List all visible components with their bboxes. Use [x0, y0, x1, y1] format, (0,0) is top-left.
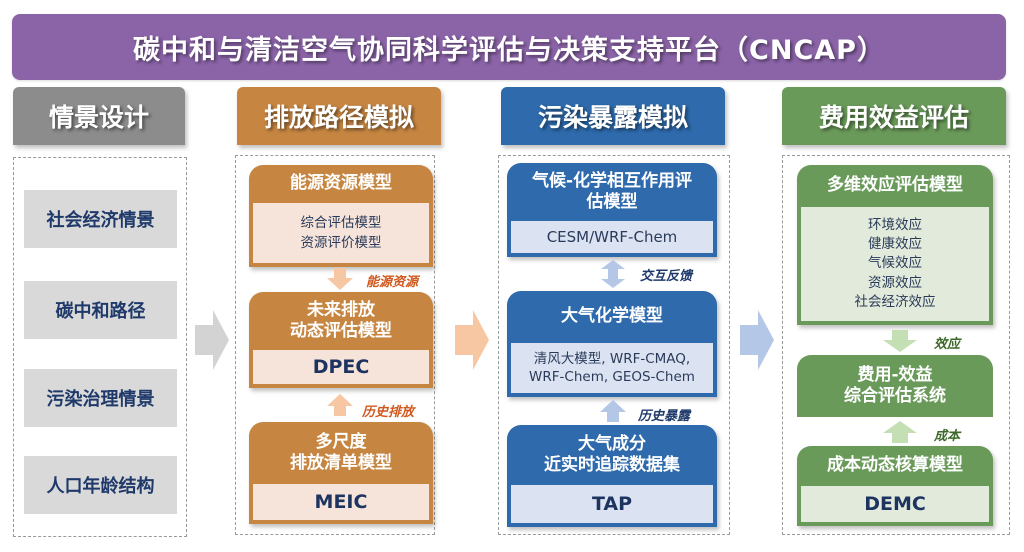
dpec-title-line2: 动态评估模型 — [290, 321, 392, 341]
meic-code: MEIC — [253, 484, 429, 520]
effect-item: 气候效应 — [868, 255, 922, 272]
climate-title-line2: 估模型 — [586, 192, 638, 212]
model-item: 资源评价模型 — [300, 235, 382, 251]
tap-title-line1: 大气成分 — [578, 433, 646, 454]
cost-group-frame — [782, 155, 1010, 535]
column-header-scenario: 情景设计 — [13, 87, 185, 145]
effect-model-title: 多维效应评估模型 — [827, 175, 963, 196]
demc-code: DEMC — [801, 486, 989, 522]
scenario-pollution-control: 污染治理情景 — [24, 369, 177, 427]
energy-resource-model-title: 能源资源模型 — [290, 173, 392, 194]
model-item: 综合评估模型 — [300, 214, 382, 231]
effect-flow-label: 效应 — [934, 337, 961, 352]
meic-title-line1: 多尺度 — [315, 431, 367, 452]
platform-title: 碳中和与清洁空气协同科学评估与决策支持平台（CNCAP） — [12, 14, 1006, 80]
atmospheric-chemistry-title: 大气化学模型 — [561, 306, 663, 327]
tap-dataset: 大气成分 近实时追踪数据集 TAP — [507, 425, 717, 527]
arrow-down-icon — [883, 330, 917, 352]
history-exposure-flow-label: 历史暴露 — [638, 409, 691, 424]
energy-resource-model: 能源资源模型 综合评估模型 资源评价模型 — [249, 165, 433, 267]
arrow-right-icon — [455, 310, 489, 370]
demc-title: 成本动态核算模型 — [827, 455, 963, 476]
arrow-up-icon — [883, 421, 917, 443]
multidimensional-effect-model: 多维效应评估模型 环境效应 健康效应 气候效应 资源效应 社会经济效应 — [797, 165, 993, 325]
effect-item: 资源效应 — [868, 274, 922, 291]
demc-model: 成本动态核算模型 DEMC — [797, 446, 993, 526]
energy-resource-flow-label: 能源资源 — [366, 275, 419, 290]
scenario-socioeconomic: 社会经济情景 — [24, 190, 177, 248]
atmospheric-chemistry-model: 大气化学模型 清风大模型, WRF-CMAQ, WRF-Chem, GEOS-C… — [507, 291, 717, 397]
dpec-title-line1: 未来排放 — [307, 299, 375, 320]
scenario-population-age: 人口年龄结构 — [24, 456, 177, 514]
chem-model-line2: WRF-Chem, GEOS-Chem — [529, 369, 695, 385]
scenario-group-frame — [13, 157, 187, 537]
cost-benefit-system: 费用-效益 综合评估系统 — [797, 355, 993, 417]
meic-model: 多尺度 排放清单模型 MEIC — [249, 422, 433, 524]
dpec-model: 未来排放 动态评估模型 DPEC — [249, 292, 433, 388]
column-header-exposure: 污染暴露模拟 — [501, 87, 725, 145]
cb-title-line2: 综合评估系统 — [844, 386, 946, 406]
arrow-right-icon — [740, 310, 774, 370]
dpec-code: DPEC — [253, 350, 429, 384]
cost-flow-label: 成本 — [934, 429, 961, 444]
meic-title-line2: 排放清单模型 — [290, 453, 392, 473]
arrow-down-icon — [327, 268, 353, 290]
effect-item: 健康效应 — [868, 236, 922, 253]
history-emission-flow-label: 历史排放 — [362, 405, 415, 420]
effect-item: 环境效应 — [868, 217, 922, 234]
feedback-flow-label: 交互反馈 — [640, 269, 693, 284]
column-header-emission: 排放路径模拟 — [237, 87, 441, 145]
exposure-group-frame — [498, 155, 730, 535]
arrow-up-icon — [600, 400, 626, 422]
arrow-bidirectional-icon — [601, 260, 625, 288]
climate-title-line1: 气候-化学相互作用评 — [531, 170, 693, 191]
arrow-up-icon — [327, 394, 353, 416]
scenario-carbon-neutral-path: 碳中和路径 — [24, 281, 177, 339]
climate-chemistry-model: 气候-化学相互作用评 估模型 CESM/WRF-Chem — [507, 163, 717, 257]
cb-title-line1: 费用-效益 — [857, 364, 933, 385]
climate-model-code: CESM/WRF-Chem — [511, 221, 713, 253]
chem-model-line1: 清风大模型, WRF-CMAQ, — [533, 350, 691, 367]
emission-group-frame — [235, 155, 435, 535]
effect-item: 社会经济效应 — [854, 293, 936, 310]
arrow-right-icon — [195, 310, 229, 370]
tap-title-line2: 近实时追踪数据集 — [544, 455, 680, 475]
tap-code: TAP — [511, 485, 713, 523]
column-header-cost-benefit: 费用效益评估 — [782, 87, 1006, 145]
